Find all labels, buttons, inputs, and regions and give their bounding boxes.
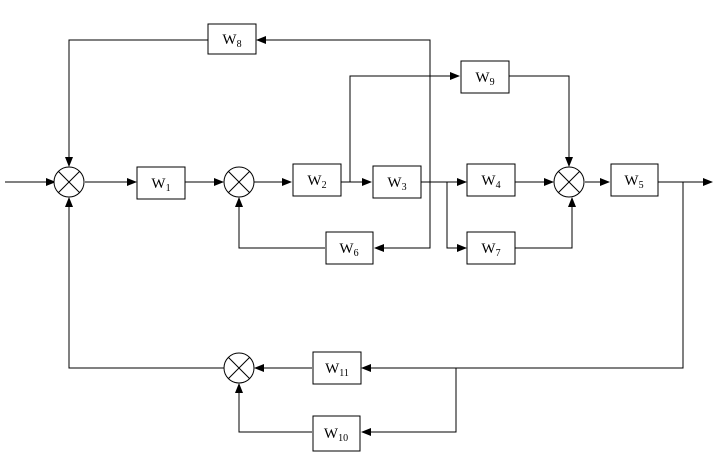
block-w1-base: W: [151, 176, 166, 192]
block-w8: W8: [207, 23, 257, 55]
block-w1-sub: 1: [166, 183, 171, 194]
block-w7-base: W: [481, 241, 496, 257]
block-w10: W10: [312, 415, 361, 452]
block-w4-sub: 4: [496, 180, 501, 191]
block-w5: W5: [610, 163, 659, 197]
wires: [5, 36, 713, 436]
svg-text:W4: W4: [481, 173, 500, 191]
w3-to-w6-feedback: [374, 182, 431, 252]
w9-to-sum3-line: [509, 75, 573, 167]
summing-junction-4: [223, 352, 255, 384]
w2-to-w9-branch: [349, 72, 460, 182]
block-w6-sub: 6: [354, 248, 359, 259]
block-w8-base: W: [222, 32, 237, 48]
block-w11-sub: 11: [339, 368, 349, 379]
block-w5-sub: 5: [639, 180, 644, 191]
w3-to-w8-feedback: [256, 36, 431, 182]
block-w4: W4: [466, 163, 516, 197]
svg-text:W11: W11: [325, 361, 349, 379]
sum4-to-sum1-line: [65, 197, 224, 369]
block-w9-sub: 9: [490, 77, 495, 88]
summing-junction-1: [53, 166, 85, 198]
svg-text:W3: W3: [387, 175, 406, 193]
w7-to-sum3-line: [515, 197, 576, 249]
block-w8-sub: 8: [237, 39, 242, 50]
output-to-w10-branch: [361, 368, 457, 436]
w3-to-w7-branch: [446, 182, 467, 252]
block-w10-base: W: [324, 426, 339, 442]
block-w9: W9: [460, 60, 510, 94]
block-w2: W2: [292, 163, 342, 197]
summing-junction-2: [223, 166, 255, 198]
block-w6-base: W: [339, 241, 354, 257]
summing-junction-3: [553, 166, 585, 198]
block-w2-sub: 2: [322, 180, 327, 191]
svg-text:W2: W2: [307, 173, 326, 191]
block-w11: W11: [312, 351, 362, 385]
block-w5-base: W: [624, 173, 639, 189]
w10-to-sum4-line: [235, 383, 312, 433]
block-w7: W7: [466, 231, 516, 265]
svg-text:W9: W9: [475, 70, 494, 88]
w8-to-sum1-line: [65, 39, 208, 167]
block-w3-base: W: [387, 175, 402, 191]
svg-text:W7: W7: [481, 241, 500, 259]
block-w2-base: W: [307, 173, 322, 189]
block-w6: W6: [325, 231, 374, 265]
svg-text:W5: W5: [624, 173, 643, 191]
output-to-w11-feedback: [361, 182, 684, 372]
svg-text:W10: W10: [324, 426, 348, 444]
w6-to-sum2-line: [235, 197, 325, 249]
svg-text:W8: W8: [222, 32, 241, 50]
svg-text:W1: W1: [151, 176, 170, 194]
block-w3-sub: 3: [402, 182, 407, 193]
svg-text:W6: W6: [339, 241, 358, 259]
block-w1: W1: [136, 166, 186, 200]
block-w4-base: W: [481, 173, 496, 189]
block-w7-sub: 7: [496, 248, 501, 259]
block-w11-base: W: [325, 361, 340, 377]
block-w3: W3: [372, 165, 422, 199]
block-w10-sub: 10: [338, 433, 348, 444]
block-w9-base: W: [475, 70, 490, 86]
